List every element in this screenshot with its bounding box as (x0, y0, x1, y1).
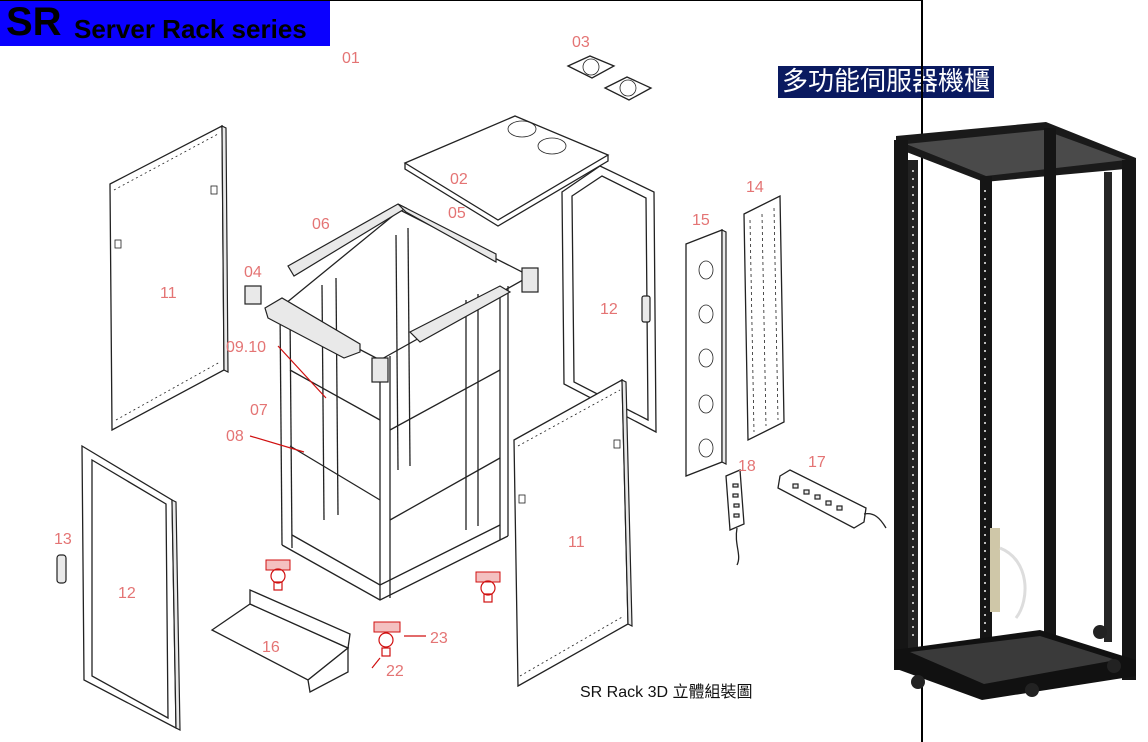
top-cover-part (403, 115, 610, 227)
rack-product-photo (894, 122, 1136, 700)
part-label-02: 02 (450, 171, 468, 188)
side-panel-left (109, 124, 229, 432)
part-label-16: 16 (262, 639, 280, 656)
part-label-18: 18 (738, 458, 756, 475)
rack-frame (244, 203, 539, 601)
part-label-11-right: 11 (568, 534, 585, 551)
front-door-part (56, 444, 181, 731)
part-label-04: 04 (244, 264, 262, 281)
part-label-01: 01 (342, 50, 360, 67)
caster-wheels (265, 559, 501, 669)
part-label-12-rear: 12 (600, 301, 618, 318)
part-label-07: 07 (250, 402, 268, 419)
series-name: Server Rack series (74, 14, 307, 44)
power-strip-vertical (725, 469, 745, 566)
side-panel-right (513, 378, 633, 688)
part-label-03: 03 (572, 34, 590, 51)
rear-door-part (561, 165, 657, 434)
part-label-05: 05 (448, 205, 466, 222)
series-title-banner: SR Server Rack series (0, 0, 330, 46)
part-label-06: 06 (312, 216, 330, 233)
diagram-caption: SR Rack 3D 立體組裝圖 (580, 684, 753, 701)
part-label-13: 13 (54, 531, 72, 548)
cable-panel-part (685, 229, 727, 477)
part-label-14: 14 (746, 179, 764, 196)
chinese-product-title: 多功能伺服器機櫃 (778, 66, 995, 98)
part-label-09-10: 09.10 (226, 339, 266, 356)
cable-tray-part (743, 194, 785, 442)
part-label-17: 17 (808, 454, 826, 471)
series-code: SR (6, 0, 62, 44)
part-label-23: 23 (430, 630, 448, 647)
shelf-part (210, 589, 351, 693)
power-strip-horizontal (777, 469, 887, 529)
leader-lines (249, 345, 327, 453)
part-label-11-left: 11 (160, 285, 177, 302)
part-label-12-front: 12 (118, 585, 136, 602)
part-label-22: 22 (386, 663, 404, 680)
fan-part (566, 55, 653, 101)
part-label-15: 15 (692, 212, 710, 229)
part-label-08: 08 (226, 428, 244, 445)
